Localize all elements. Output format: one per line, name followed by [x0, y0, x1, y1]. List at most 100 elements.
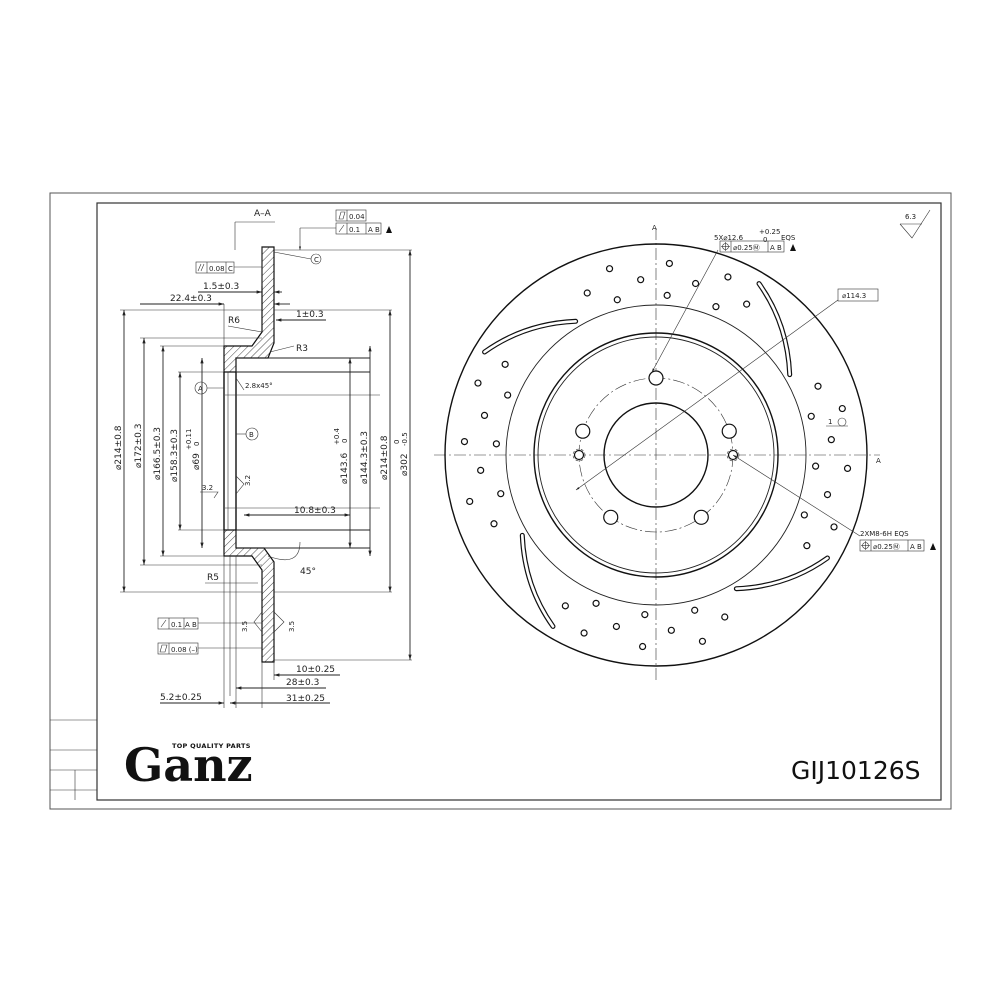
section-hatch-lower: [223, 529, 275, 663]
drill-hole: [641, 611, 649, 619]
tol-pos-holes: ⌀0.25Ⓜ: [733, 244, 760, 252]
drill-hole: [803, 542, 811, 550]
dim-d302-tol: 0: [393, 440, 401, 444]
dim-d214-right: ⌀214±0.8: [380, 435, 390, 480]
view-mark-top: A: [652, 224, 657, 232]
dim-31: 31±0.25: [286, 694, 325, 704]
dim-d172: ⌀172±0.3: [134, 424, 144, 468]
tol-parallel-ref: C: [228, 265, 233, 273]
drill-hole: [592, 599, 600, 607]
roughness-value: 6.3: [905, 213, 916, 221]
dim-d158-3: ⌀158.3±0.3: [170, 429, 180, 482]
threads-callout: 2XM8-6H EQS: [860, 530, 909, 538]
drill-hole: [823, 490, 832, 499]
center-bore: [603, 402, 709, 508]
holes-callout: 5X⌀12.6: [714, 234, 744, 242]
holes-eqs: EQS: [781, 234, 796, 242]
rough-3-5b: 3.5: [288, 621, 296, 632]
tolerance-frame-top: 0.04 0.1 A B: [298, 209, 392, 250]
drill-holes: [460, 259, 852, 651]
tolerance-frame-runout-bottom: 0.1 A B 0.08 (–): [157, 617, 262, 655]
drill-hole: [561, 602, 569, 610]
bolt-holes: [575, 370, 737, 525]
drill-hole: [605, 265, 614, 273]
datum-a-label: A: [198, 385, 203, 393]
dim-1: 1±0.3: [296, 310, 324, 320]
bolt-hole: [603, 509, 619, 525]
drill-hole: [639, 642, 647, 651]
dim-45: 45°: [300, 567, 316, 577]
dim-d214-left: ⌀214±0.8: [114, 425, 124, 470]
dim-d69: ⌀69: [192, 453, 202, 470]
slot: [733, 555, 830, 592]
drill-hole: [501, 360, 509, 368]
tol-parallel: 0.08: [209, 265, 225, 273]
slot: [756, 281, 793, 378]
tol-runout-top-ref: A B: [368, 226, 380, 234]
drill-hole: [490, 520, 498, 528]
small-mark-label: 1: [828, 418, 832, 426]
thread-hole: [573, 449, 585, 461]
roughness-symbol: 6.3: [899, 209, 931, 239]
drill-hole: [497, 490, 505, 498]
slot-inner: [483, 319, 577, 354]
drill-hole: [583, 289, 591, 297]
slots: [482, 281, 830, 629]
rough-3-2b: 3.2: [244, 475, 252, 486]
dim-d69-tol-low: 0: [193, 442, 201, 446]
dim-d302-tol-low: -0.5: [401, 432, 409, 446]
dim-r5: R5: [207, 573, 219, 583]
drill-hole: [691, 279, 700, 288]
drill-hole: [724, 273, 732, 281]
drill-hole: [807, 412, 815, 420]
tolerance-frame-threads: ⌀0.25Ⓜ A B: [859, 539, 936, 552]
pcd-label: ⌀114.3: [842, 292, 866, 300]
holes-tol: +0.25: [759, 228, 780, 236]
drill-hole: [691, 606, 699, 614]
brand-name: Ganz: [124, 738, 253, 792]
drill-hole: [843, 464, 852, 472]
slot-inner: [735, 556, 829, 591]
view-mark-right: A: [876, 457, 881, 465]
drill-hole: [477, 466, 485, 474]
section-label: A–A: [254, 209, 272, 219]
holes-tol-low: 0: [763, 236, 767, 244]
tol-pos-threads: ⌀0.25Ⓜ: [873, 543, 900, 551]
tol-pos-threads-ref: A B: [910, 543, 922, 551]
bolt-hole: [721, 423, 737, 439]
slot-inner: [520, 534, 555, 628]
tol-runout-bottom: 0.1: [171, 621, 182, 629]
datum-c-label: C: [314, 256, 319, 264]
brand-tagline: TOP QUALITY PARTS: [172, 742, 251, 750]
drill-hole: [480, 411, 489, 420]
front-view: A A 5X⌀12.6 +0.25 0 EQS ⌀0.25Ⓜ A B: [434, 224, 936, 682]
thread-hole-outline: [726, 448, 740, 462]
section-view: A–A ⌀214±0.8 ⌀172±0: [114, 209, 412, 708]
pcd-callout: ⌀114.3: [837, 288, 879, 302]
bolt-hole: [693, 509, 709, 525]
rough-3-2a: 3.2: [202, 484, 213, 492]
tolerance-frame-parallel: 0.08 C: [195, 261, 262, 274]
dim-d144-3: ⌀144.3±0.3: [360, 431, 370, 484]
dim-d302: ⌀302: [400, 453, 410, 476]
tolerance-frame-holes: ⌀0.25Ⓜ A B: [719, 240, 796, 253]
tol-runout-top: 0.1: [349, 226, 360, 234]
drill-hole: [830, 523, 838, 531]
sheet-frame: [49, 192, 952, 810]
dim-d143-6: ⌀143.6: [340, 453, 350, 484]
drill-hole: [814, 382, 822, 390]
dim-28: 28±0.3: [286, 678, 319, 688]
dim-10: 10±0.25: [296, 665, 335, 675]
drill-hole: [665, 259, 673, 268]
thread-hole-outline: [572, 448, 586, 462]
slot: [519, 532, 556, 629]
dim-chamfer: 2.8x45°: [245, 382, 273, 390]
drill-hole: [812, 462, 820, 470]
tol-flatness: 0.04: [349, 213, 365, 221]
dim-d143-6-tol-low: 0: [341, 439, 349, 443]
dim-r6: R6: [228, 316, 240, 326]
drill-hole: [504, 391, 512, 399]
dim-10-8: 10.8±0.3: [294, 506, 336, 516]
slot: [482, 318, 579, 355]
